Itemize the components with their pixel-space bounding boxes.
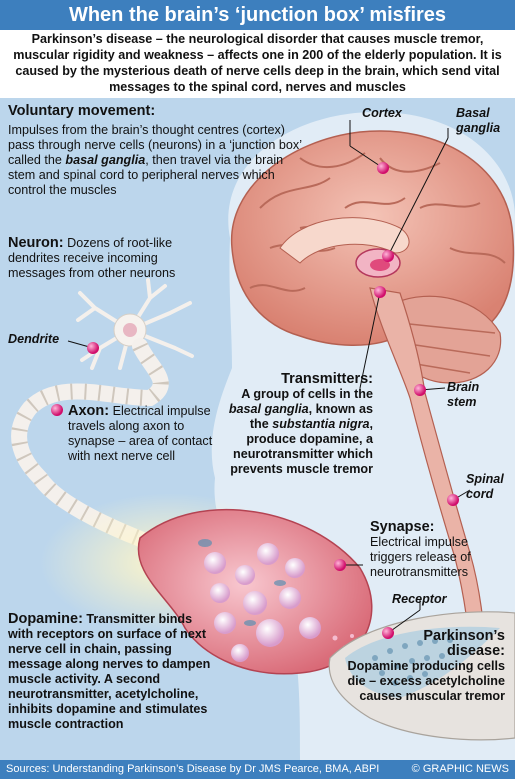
intro-text: Parkinson’s disease – the neurological d… (13, 32, 502, 94)
voluntary-movement-block: Voluntary movement: (8, 104, 293, 119)
pointer-dots (51, 162, 459, 639)
brain (230, 130, 515, 384)
axon-dot (51, 404, 63, 416)
voluntary-movement-heading: Voluntary movement: (8, 103, 156, 119)
neuron-text: Neuron: Dozens of root-like dendrites re… (8, 235, 176, 281)
basal-ganglia-dot (382, 250, 394, 262)
footer: Sources: Understanding Parkinson’s Disea… (0, 760, 515, 779)
synapse-text: Synapse:Electrical impulse triggers rele… (370, 520, 510, 580)
credit-text: © GRAPHIC NEWS (411, 763, 509, 775)
receptor-dot (382, 627, 394, 639)
title: When the brain’s ‘junction box’ misfires (0, 0, 515, 30)
synapse-dot (334, 559, 346, 571)
spinal-cord-dot (447, 494, 459, 506)
transmitters-text: Transmitters:A group of cells in the bas… (228, 371, 373, 477)
vesicles (198, 539, 321, 662)
dopamine-text: Dopamine: Transmitter binds with recepto… (8, 611, 211, 732)
receptor-sites (372, 637, 453, 686)
dendrite-label: Dendrite (8, 332, 60, 346)
cortex-dot (377, 162, 389, 174)
basal-ganglia-emphasis: basal ganglia (65, 153, 146, 167)
neuron (76, 278, 194, 370)
transmitters-heading: Transmitters: (281, 371, 373, 387)
sources-text: Sources: Understanding Parkinson’s Disea… (6, 763, 380, 775)
axon-heading: Axon: (68, 403, 110, 419)
neuron-heading: Neuron: (8, 235, 64, 251)
receptor-label: Receptor (392, 592, 447, 606)
cortex-label: Cortex (362, 106, 402, 120)
voluntary-movement-text: Impulses from the brain’s thought centre… (8, 123, 302, 197)
substantia-nigra-dot (374, 286, 386, 298)
synapse-heading: Synapse: (370, 519, 435, 535)
brain-stem-dot (414, 384, 426, 396)
dendrite-dot (87, 342, 99, 354)
axon-text: Axon: Electrical impulse travels along a… (68, 403, 213, 464)
illustration (11, 111, 515, 760)
dopamine-heading: Dopamine: (8, 611, 83, 627)
